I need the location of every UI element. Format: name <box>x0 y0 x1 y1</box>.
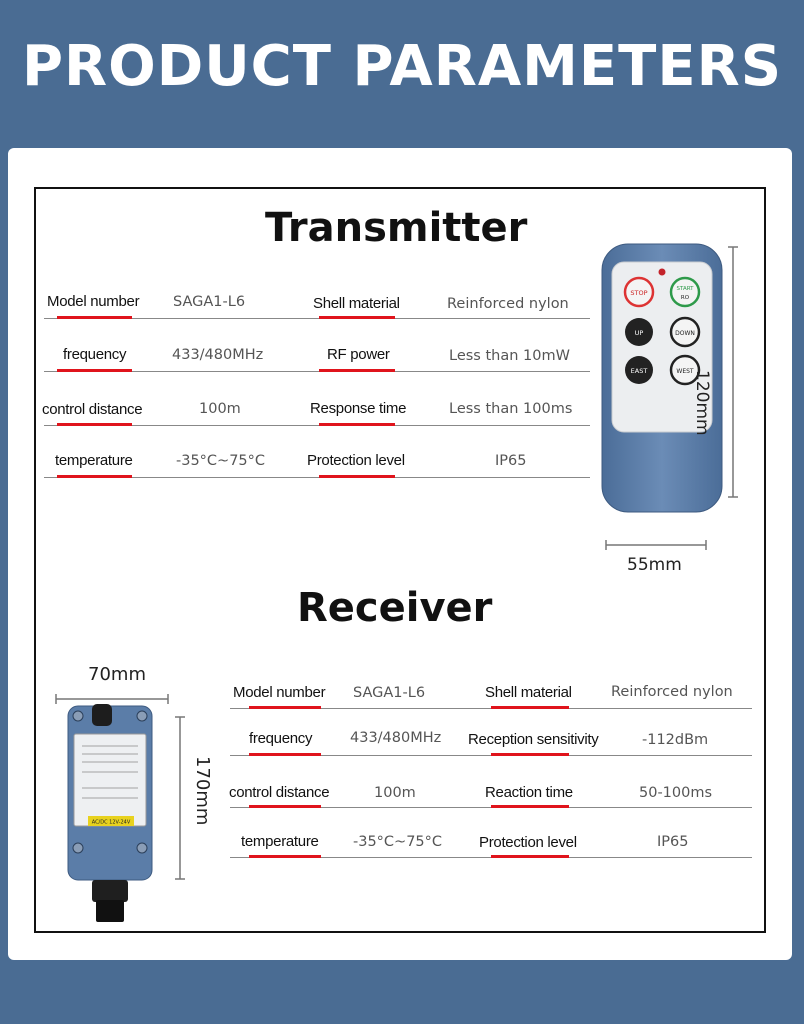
tx-label-underline <box>319 316 395 319</box>
tx-row-divider <box>44 425 590 426</box>
tx-rfpower-label: RF power <box>327 346 390 363</box>
tx-row-divider <box>44 371 590 372</box>
tx-rfpower-value: Less than 10mW <box>449 348 570 364</box>
transmitter-width-dimension-line <box>605 540 707 550</box>
rx-label-underline <box>249 706 321 709</box>
transmitter-height-label: 120mm <box>692 370 712 436</box>
rx-protection-label: Protection level <box>479 834 577 851</box>
rx-sensitivity-label: Reception sensitivity <box>468 731 599 748</box>
rx-temperature-value: -35°C~75°C <box>353 834 443 850</box>
transmitter-height-dimension-line <box>728 246 738 498</box>
rx-temperature-label: temperature <box>241 833 319 850</box>
start-button-label: START <box>677 286 695 292</box>
tx-label-underline <box>57 423 132 426</box>
rx-distance-value: 100m <box>374 785 416 801</box>
tx-label-underline <box>319 369 395 372</box>
transmitter-width-label: 55mm <box>627 555 682 575</box>
tx-label-underline <box>57 316 132 319</box>
rx-label-underline <box>491 855 569 858</box>
rx-label-underline <box>491 706 569 709</box>
transmitter-remote-image: STOP START RO UP DOWN EAST WEST <box>601 243 723 513</box>
tx-label-underline <box>319 475 395 478</box>
rx-distance-label: control distance <box>229 784 330 801</box>
receiver-width-label: 70mm <box>88 664 146 685</box>
rx-model-label: Model number <box>233 684 326 701</box>
receiver-plate-label: AC/DC 12V-24V <box>92 820 131 826</box>
header-banner: PRODUCT PARAMETERS <box>0 0 804 140</box>
up-button-label: UP <box>635 329 644 337</box>
tx-temperature-value: -35°C~75°C <box>176 453 266 469</box>
tx-protection-label: Protection level <box>307 452 405 469</box>
rx-label-underline <box>491 753 569 756</box>
tx-response-value: Less than 100ms <box>449 401 573 417</box>
tx-protection-value: IP65 <box>495 453 527 469</box>
tx-shell-label: Shell material <box>313 295 400 312</box>
receiver-width-dimension-line <box>55 694 169 704</box>
tx-distance-value: 100m <box>199 401 241 417</box>
tx-shell-value: Reinforced nylon <box>447 296 569 312</box>
rx-protection-value: IP65 <box>657 834 689 850</box>
rx-frequency-label: frequency <box>249 730 313 747</box>
rx-reaction-value: 50-100ms <box>639 785 713 801</box>
receiver-height-label: 170mm <box>192 756 213 826</box>
west-button-label: WEST <box>676 368 694 375</box>
rx-label-underline <box>491 805 569 808</box>
tx-model-label: Model number <box>47 293 140 310</box>
rx-model-value: SAGA1-L6 <box>353 685 426 701</box>
transmitter-title: Transmitter <box>265 205 528 251</box>
receiver-height-dimension-line <box>175 716 185 880</box>
rx-label-underline <box>249 753 321 756</box>
tx-row-divider <box>44 477 590 478</box>
rx-sensitivity-value: -112dBm <box>642 732 709 748</box>
tx-temperature-label: temperature <box>55 452 133 469</box>
rx-label-underline <box>249 805 321 808</box>
rx-label-underline <box>249 855 321 858</box>
rx-shell-label: Shell material <box>485 684 572 701</box>
tx-label-underline <box>57 369 132 372</box>
east-button-label: EAST <box>631 367 648 375</box>
parameters-frame <box>34 187 766 933</box>
tx-label-underline <box>57 475 132 478</box>
tx-label-underline <box>319 423 395 426</box>
page-title: PRODUCT PARAMETERS <box>21 34 783 99</box>
tx-distance-label: control distance <box>42 401 143 418</box>
down-button-label: DOWN <box>675 330 695 337</box>
stop-button-label: STOP <box>630 289 647 297</box>
ro-button-label: RO <box>681 295 690 301</box>
receiver-title: Receiver <box>297 585 493 631</box>
tx-model-value: SAGA1-L6 <box>173 294 246 310</box>
tx-row-divider <box>44 318 590 319</box>
tx-frequency-value: 433/480MHz <box>172 347 264 363</box>
rx-shell-value: Reinforced nylon <box>611 684 733 700</box>
rx-reaction-label: Reaction time <box>485 784 573 801</box>
tx-frequency-label: frequency <box>63 346 127 363</box>
rx-frequency-value: 433/480MHz <box>350 730 442 746</box>
receiver-box-image: AC/DC 12V-24V <box>67 704 153 922</box>
tx-response-label: Response time <box>310 400 407 417</box>
